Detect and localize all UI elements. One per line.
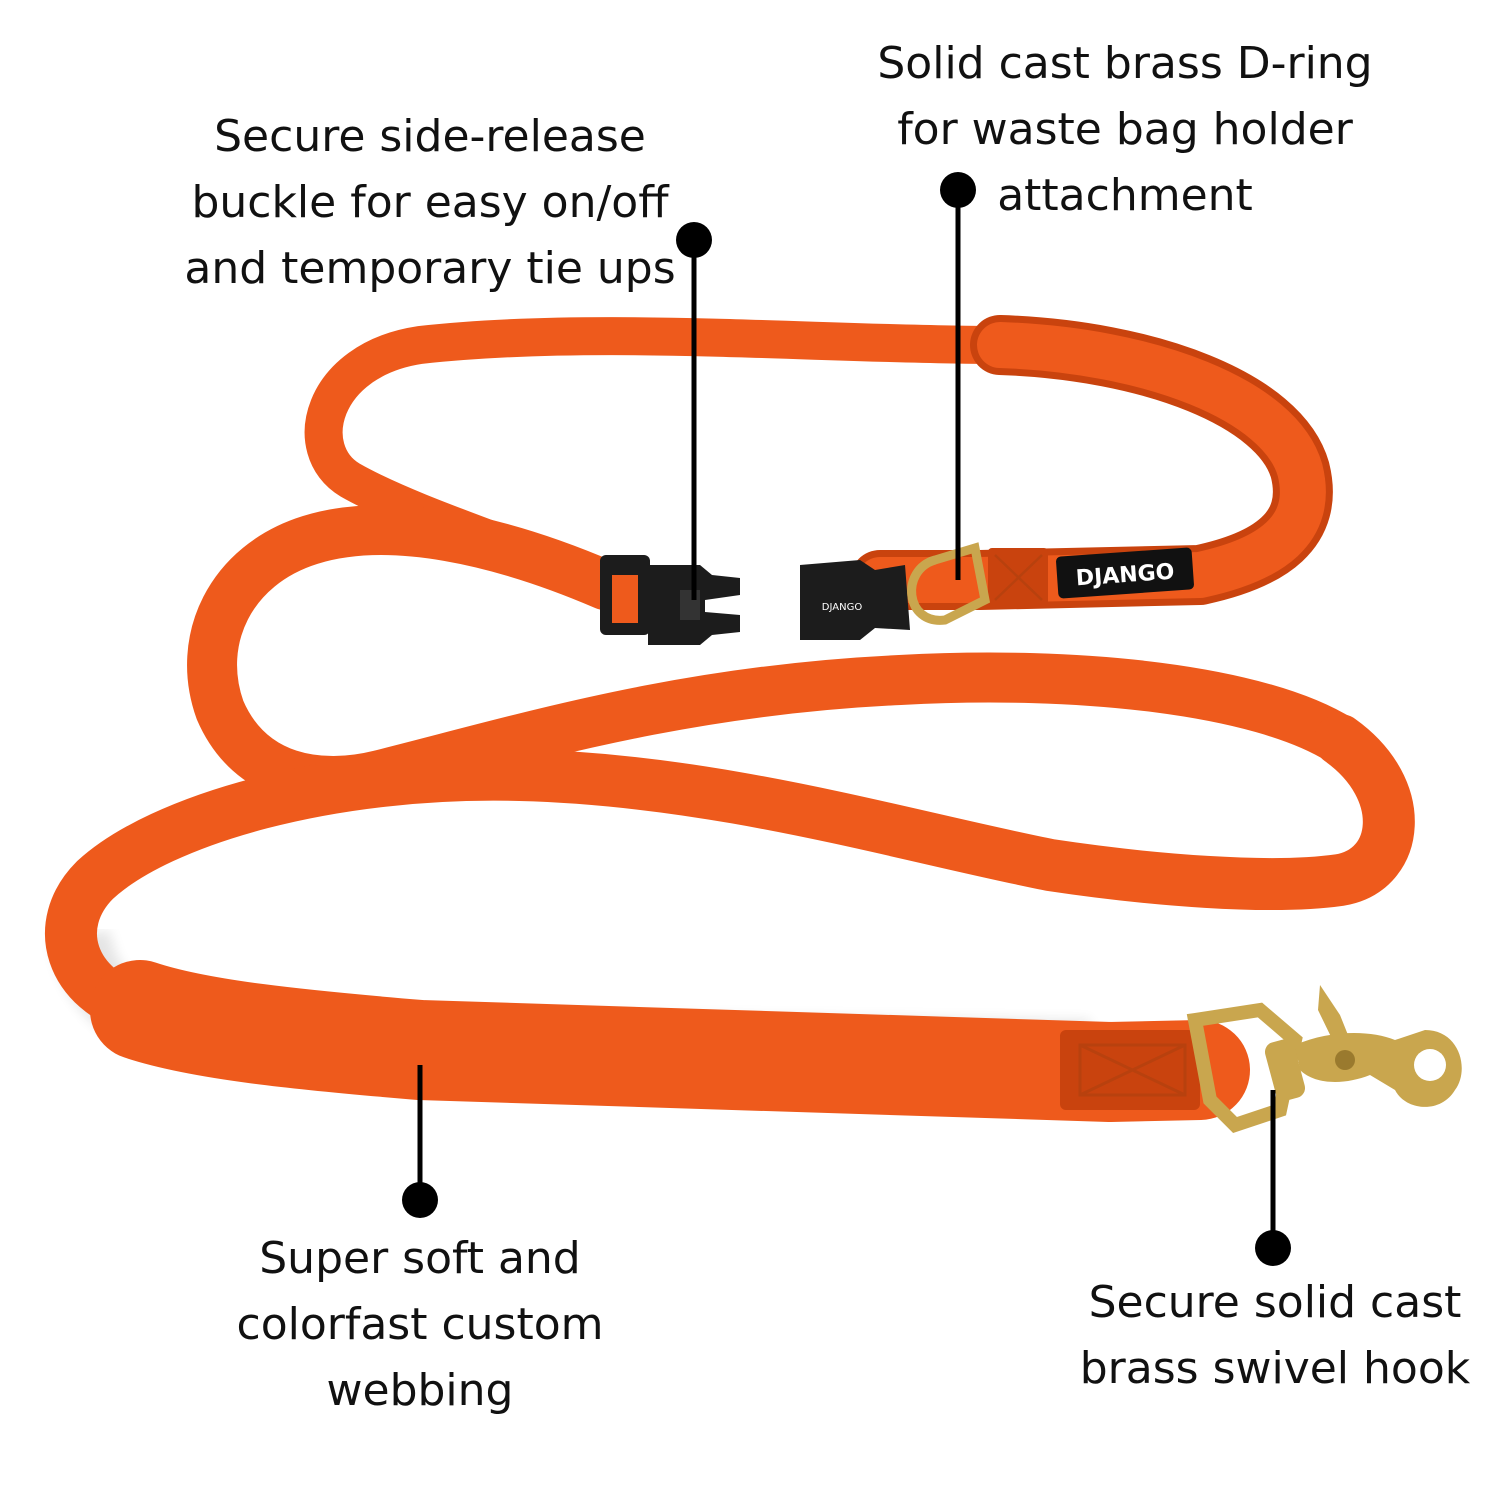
callout-buckle-line-3: and temporary tie ups — [184, 243, 676, 294]
swivel-hook — [1186, 985, 1462, 1134]
leader-lines — [402, 172, 1291, 1266]
buckle-male — [600, 555, 740, 645]
callout-buckle-line-1: Secure side-release — [214, 111, 646, 162]
callout-webbing-line-2: colorfast custom — [236, 1299, 604, 1350]
dring — [907, 542, 991, 625]
leader-webbing — [402, 1065, 438, 1218]
leader-hook — [1255, 1090, 1291, 1266]
callout-webbing: Super soft and colorfast custom webbing — [170, 1226, 670, 1424]
webbing-bottom-strand — [90, 960, 1250, 1122]
webbing-right-loop — [45, 714, 1415, 1036]
callout-webbing-line-1: Super soft and — [259, 1233, 581, 1284]
callout-hook-line-2: brass swivel hook — [1079, 1343, 1471, 1394]
callout-dring-line-1: Solid cast brass D-ring — [877, 38, 1373, 89]
leader-buckle — [676, 222, 712, 600]
callout-dring-line-3: attachment — [997, 170, 1253, 221]
callout-dring-line-2: for waste bag holder — [897, 104, 1353, 155]
buckle-brand-text: DJANGO — [822, 602, 863, 613]
callout-hook-line-1: Secure solid cast — [1088, 1277, 1462, 1328]
callout-hook: Secure solid cast brass swivel hook — [1060, 1270, 1490, 1402]
callout-webbing-line-3: webbing — [326, 1365, 514, 1416]
stitched-end — [1060, 1030, 1200, 1110]
leash-webbing — [45, 315, 1415, 1122]
dring-stitch-box — [988, 548, 1048, 606]
callout-dring: Solid cast brass D-ring for waste bag ho… — [860, 31, 1390, 229]
callout-buckle: Secure side-release buckle for easy on/o… — [150, 104, 710, 302]
leader-dring — [940, 172, 976, 580]
buckle-female: DJANGO — [800, 560, 910, 640]
brand-tag: DJANGO — [1056, 547, 1194, 599]
callout-buckle-line-2: buckle for easy on/off — [191, 177, 669, 228]
